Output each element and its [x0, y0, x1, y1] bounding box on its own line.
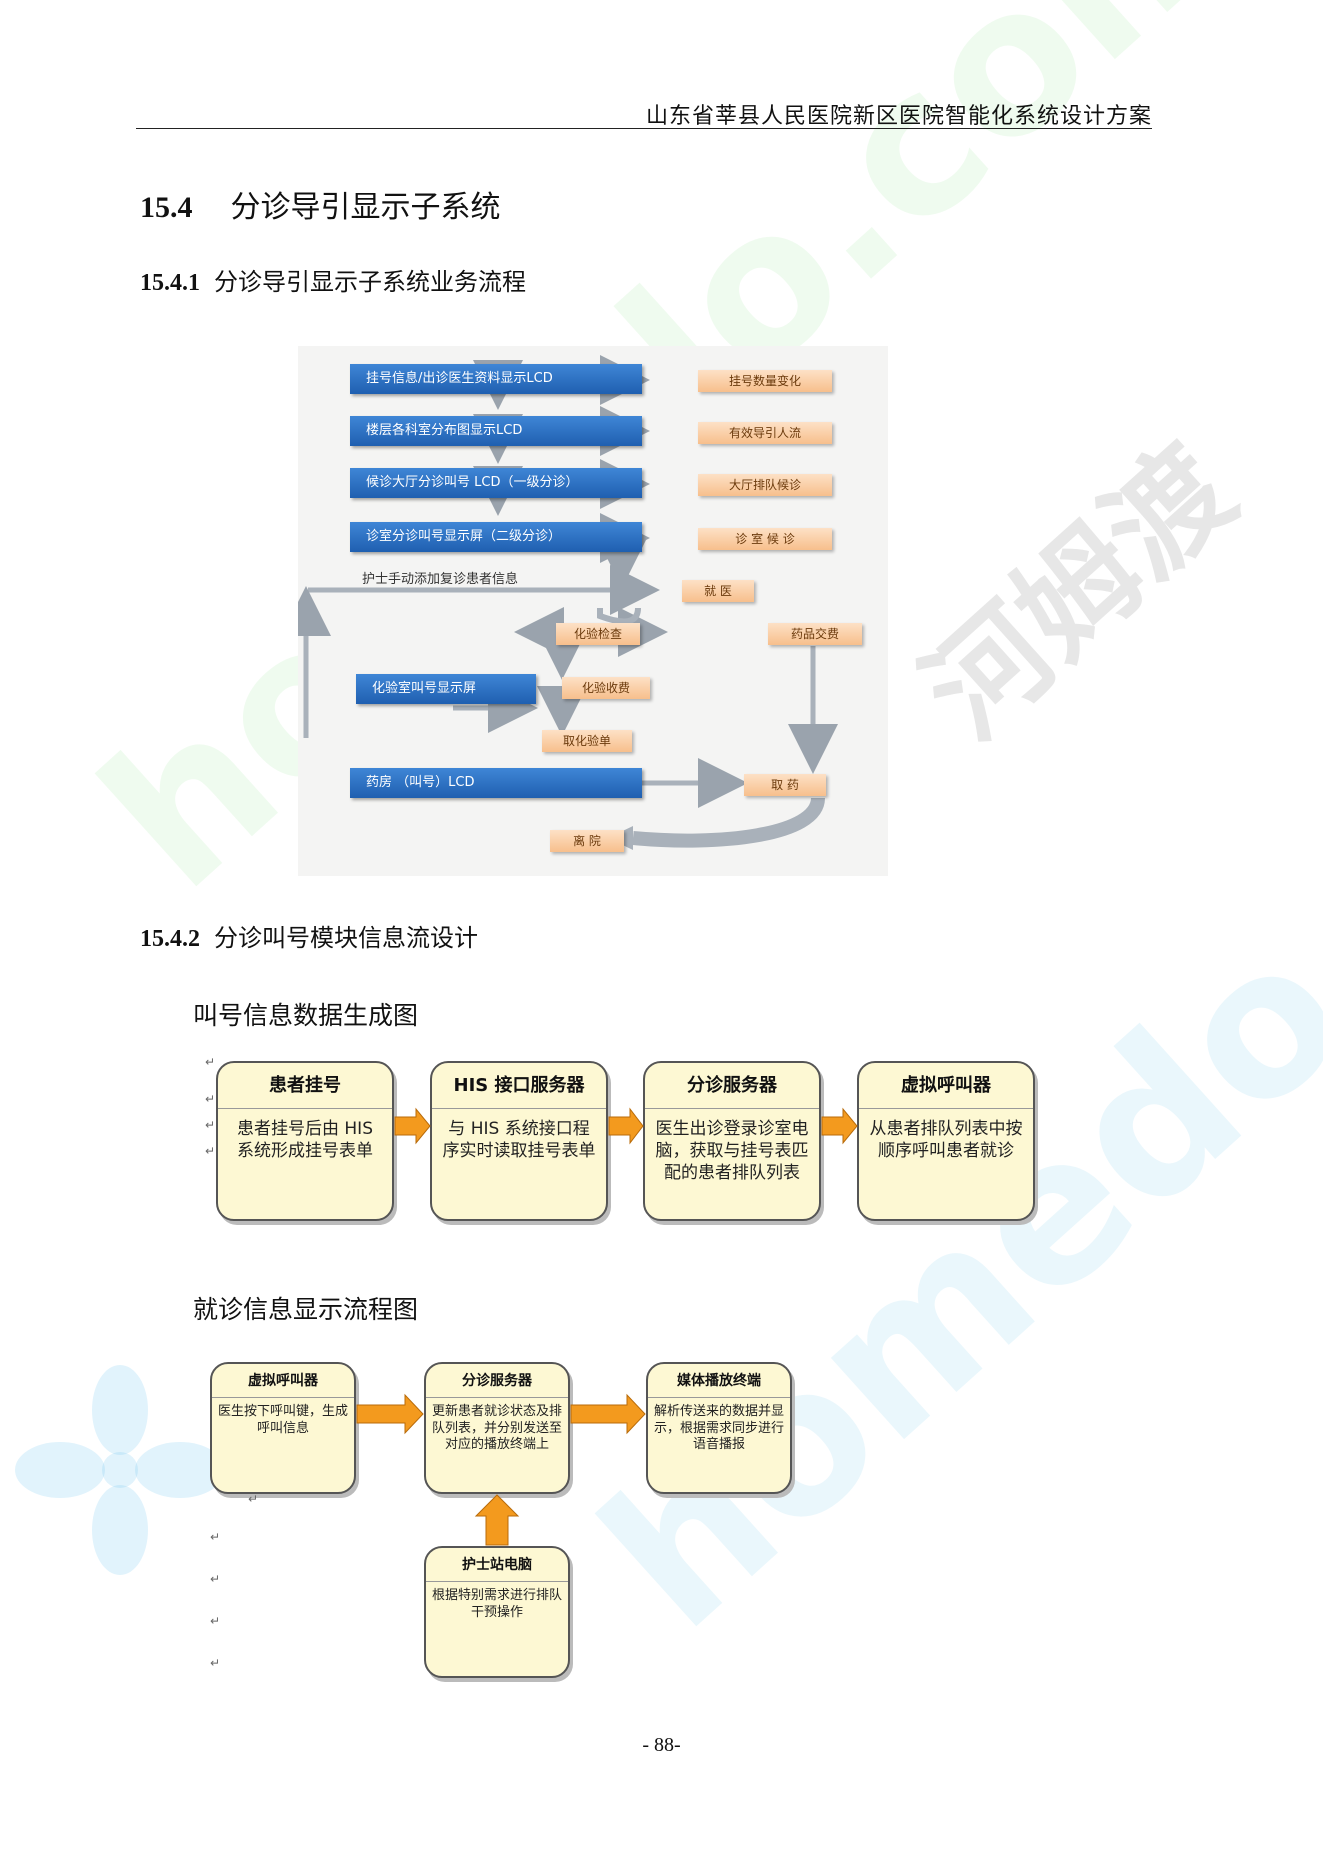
paragraph-mark: ↵: [205, 1092, 216, 1106]
flow2-box-triage-server: 分诊服务器 医生出诊登录诊室电脑，获取与挂号表匹配的患者排队列表: [643, 1061, 821, 1221]
paragraph-mark: ↵: [248, 1492, 259, 1506]
paragraph-mark: ↵: [205, 1055, 216, 1069]
subsection-heading-2: 15.4.2 分诊叫号模块信息流设计: [140, 918, 478, 953]
flow3-box-virtual-caller: 虚拟呼叫器 医生按下呼叫键，生成呼叫信息: [210, 1362, 356, 1494]
flow1-step-hall-lcd: 候诊大厅分诊叫号 LCD（一级分诊）: [350, 468, 642, 498]
paragraph-mark: ↵: [205, 1118, 216, 1132]
flow2-box-body: 医生出诊登录诊室电脑，获取与挂号表匹配的患者排队列表: [655, 1119, 809, 1183]
flow3-box-media-terminal: 媒体播放终端 解析传送来的数据并显示，根据需求同步进行语音播报: [646, 1362, 792, 1494]
paragraph-mark: ↵: [210, 1530, 221, 1544]
header-title: 山东省莘县人民医院新区医院智能化系统设计方案: [645, 104, 1152, 129]
subsection-title: 分诊导引显示子系统业务流程: [214, 268, 526, 296]
diagram-caption-1: 叫号信息数据生成图: [193, 1001, 419, 1030]
flow2-box-title: HIS 接口服务器: [432, 1063, 606, 1109]
flow3-box-title: 虚拟呼叫器: [212, 1364, 354, 1398]
flow3-box-body: 根据特别需求进行排队干预操作: [432, 1588, 563, 1620]
flow1-step-drug-payment: 药品交费: [768, 623, 862, 645]
flow1-nurse-note: 护士手动添加复诊患者信息: [362, 572, 519, 587]
subsection-number: 15.4.2: [140, 926, 200, 952]
flow2-box-body: 患者挂号后由 HIS 系统形成挂号表单: [237, 1119, 373, 1161]
flow3-box-title: 媒体播放终端: [648, 1364, 790, 1398]
flow1-result-guide-flow: 有效导引人流: [698, 422, 832, 444]
flow2-box-title: 患者挂号: [218, 1063, 392, 1109]
subsection-number: 15.4.1: [140, 270, 200, 296]
flow2-box-virtual-caller: 虚拟呼叫器 从患者排队列表中按顺序呼叫患者就诊: [857, 1061, 1035, 1221]
flow1-step-pharmacy-lcd: 药房 （叫号）LCD: [350, 768, 642, 798]
flow1-result-hall-waiting: 大厅排队候诊: [698, 474, 832, 496]
flow1-result-registration-count: 挂号数量变化: [698, 370, 832, 392]
flow1-step-registration-lcd: 挂号信息/出诊医生资料显示LCD: [350, 364, 642, 394]
flow3-box-nurse-pc: 护士站电脑 根据特别需求进行排队干预操作: [424, 1546, 570, 1678]
flow1-step-lab-payment: 化验收费: [562, 677, 650, 699]
page-number: - 88-: [642, 1734, 681, 1756]
paragraph-mark: ↵: [205, 1144, 216, 1158]
flow3-box-body: 更新患者就诊状态及排队列表，并分别发送至对应的播放终端上: [432, 1404, 563, 1453]
flow3-box-title: 护士站电脑: [426, 1548, 568, 1582]
flow2-box-body: 从患者排队列表中按顺序呼叫患者就诊: [869, 1119, 1023, 1161]
flow2-box-registration: 患者挂号 患者挂号后由 HIS 系统形成挂号表单: [216, 1061, 394, 1221]
flow1-result-room-waiting: 诊 室 候 诊: [698, 528, 832, 550]
flow1-step-consultation: 就 医: [682, 580, 754, 602]
paragraph-mark: ↵: [210, 1656, 221, 1670]
flow3-box-body: 解析传送来的数据并显示，根据需求同步进行语音播报: [654, 1404, 785, 1453]
flow1-step-room-screen: 诊室分诊叫号显示屏（二级分诊）: [350, 522, 642, 552]
flow2-box-title: 分诊服务器: [645, 1063, 819, 1109]
flow2-box-title: 虚拟呼叫器: [859, 1063, 1033, 1109]
subsection-title: 分诊叫号模块信息流设计: [214, 924, 478, 952]
diagram-caption-2: 就诊信息显示流程图: [193, 1295, 419, 1324]
flow3-box-body: 医生按下呼叫键，生成呼叫信息: [218, 1404, 349, 1436]
business-flow-diagram: 挂号信息/出诊医生资料显示LCD 楼层各科室分布图显示LCD 候诊大厅分诊叫号 …: [298, 346, 888, 876]
flow3-box-triage-server: 分诊服务器 更新患者就诊状态及排队列表，并分别发送至对应的播放终端上: [424, 1362, 570, 1494]
section-title: 分诊导引显示子系统: [230, 190, 501, 225]
header-rule: [136, 128, 1152, 129]
section-heading: 15.4 分诊导引显示子系统: [140, 182, 501, 226]
flow1-step-get-medicine: 取 药: [744, 774, 826, 796]
flow1-step-discharge: 离 院: [550, 830, 624, 852]
flow1-step-lab-screen: 化验室叫号显示屏: [356, 674, 536, 704]
flow1-step-lab-test: 化验检查: [556, 623, 640, 645]
flow1-step-floor-map-lcd: 楼层各科室分布图显示LCD: [350, 416, 642, 446]
paragraph-mark: ↵: [210, 1572, 221, 1586]
flow1-step-get-lab-report: 取化验单: [542, 730, 632, 752]
paragraph-mark: ↵: [210, 1614, 221, 1628]
flow2-box-his-server: HIS 接口服务器 与 HIS 系统接口程序实时读取挂号表单: [430, 1061, 608, 1221]
section-number: 15.4: [140, 191, 193, 224]
subsection-heading-1: 15.4.1 分诊导引显示子系统业务流程: [140, 262, 526, 297]
flow3-box-title: 分诊服务器: [426, 1364, 568, 1398]
flow2-box-body: 与 HIS 系统接口程序实时读取挂号表单: [442, 1119, 596, 1161]
